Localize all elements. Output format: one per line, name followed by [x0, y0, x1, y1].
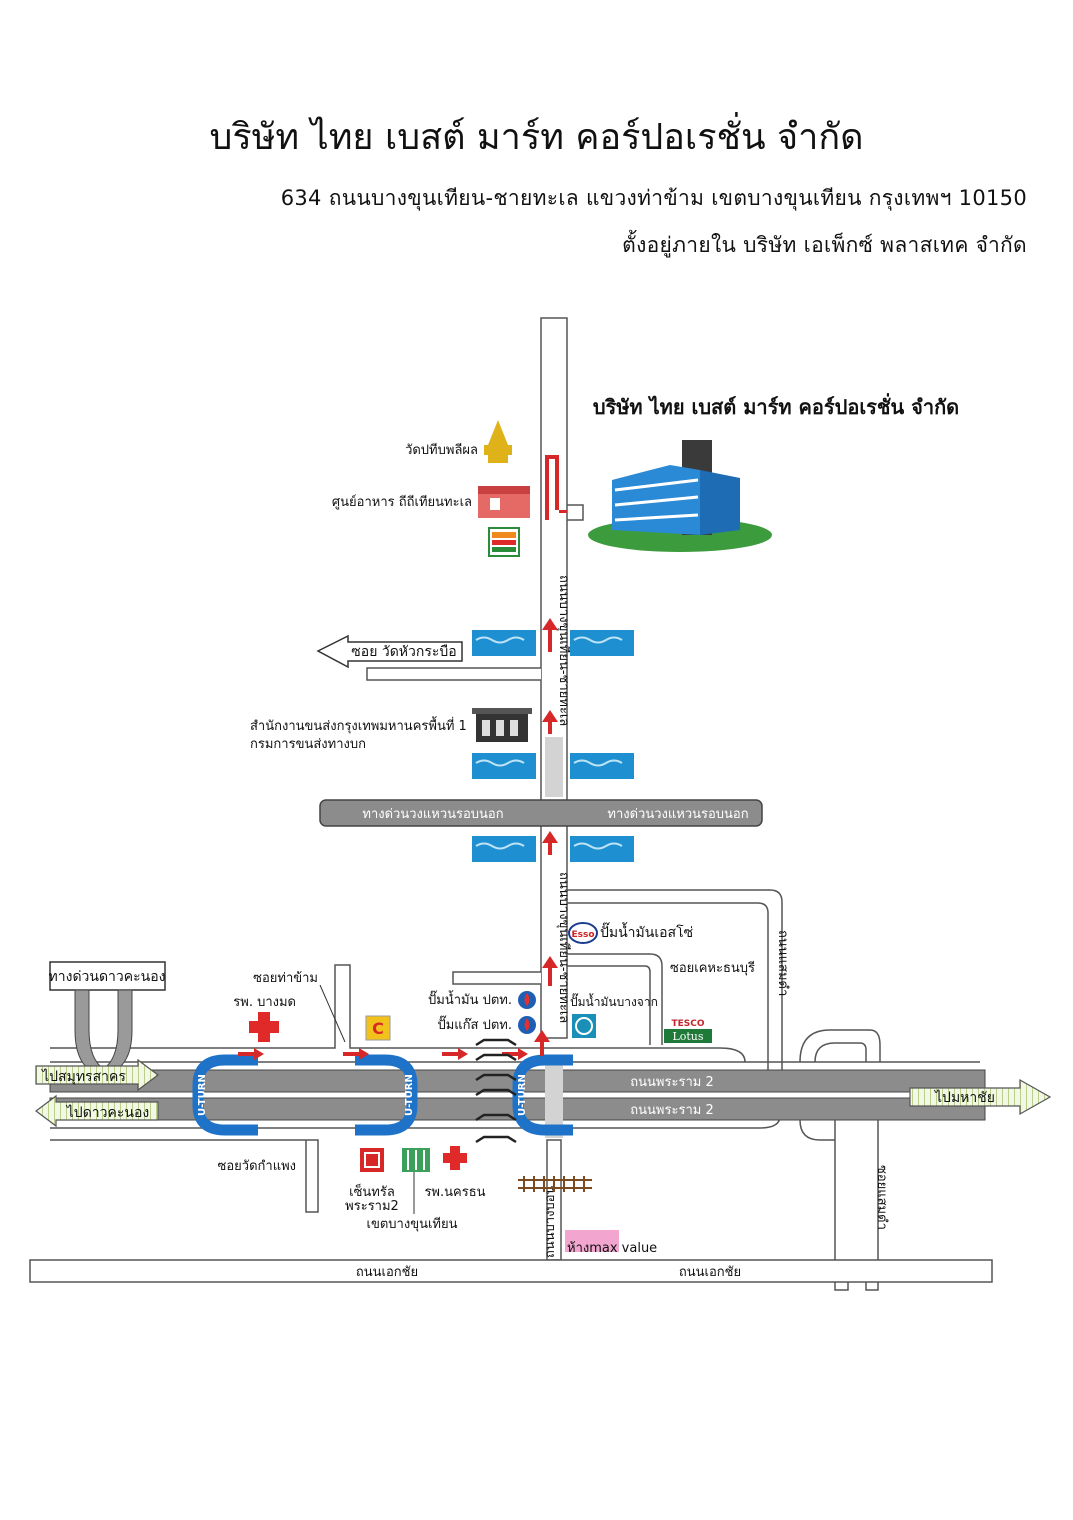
ptt-oil-label: ปั๊มน้ำมัน ปตท. [428, 990, 512, 1008]
central-label-1: เซ็นทรัล [349, 1182, 395, 1200]
bangchak-label: ปั๊มน้ำมันบางจาก [570, 993, 658, 1009]
district-office-label: เขตบางขุนเทียน [367, 1216, 458, 1232]
dlt-office-icon [472, 708, 532, 742]
road-bkt-lower-label: ถนนบางขุนเทียน-ชายทะเล [556, 872, 572, 1023]
soi-tha-kham-label: ซอยท่าข้าม [253, 971, 318, 986]
ptt-gas-label: ปั๊มแก๊ส ปตท. [437, 1015, 512, 1033]
outer-ring-expressway [319, 799, 763, 827]
located-in-line: ตั้งอยู่ภายใน บริษัท เอเพ็กซ์ พลาสเทค จำ… [622, 233, 1027, 257]
temple-label: วัดปทีบพลีผล [405, 442, 478, 458]
nakhon-hospital-cross-icon [443, 1146, 467, 1170]
road-saeng-label: ถนนแสมดำ [775, 930, 790, 996]
svg-text:U-TURN: U-TURN [517, 1074, 528, 1116]
to-dao-khanong-arrow [35, 1094, 159, 1128]
soi-khehathon-label: ซอยเคหะธนบุรี [670, 960, 755, 976]
dao-khanong-expressway-label: ทางด่วนดาวคะนอง [49, 969, 166, 985]
uturn-3: U-TURN [512, 1054, 573, 1136]
outer-ring-label-right: ทางด่วนวงแหวนรอบนอก [607, 807, 748, 822]
hospital-cross-icon [249, 1012, 279, 1042]
svg-text:U-TURN: U-TURN [197, 1074, 208, 1116]
road-bang-bon-label: ถนนบางบอน [543, 1185, 558, 1258]
esso-icon: Esso [568, 922, 598, 944]
ekachai-label-left: ถนนเอกชัย [356, 1265, 418, 1280]
page-title: บริษัท ไทย เบสต์ มาร์ท คอร์ปอเรชั่น จำกั… [209, 117, 864, 158]
food-center-icon [478, 486, 530, 518]
temple-icon [484, 420, 512, 463]
uturn-2: U-TURN [355, 1054, 418, 1136]
svg-text:Lotus: Lotus [672, 1030, 703, 1043]
svg-text:Esso: Esso [571, 930, 594, 940]
dao-khanong-expressway-sign [49, 961, 166, 991]
esso-label: ปั๊มน้ำมันเอสโซ่ [600, 922, 693, 941]
ptt-gas-icon [518, 1016, 536, 1034]
ptt-oil-icon [518, 991, 536, 1009]
to-samut-sakhon-arrow [35, 1058, 159, 1092]
central-icon [360, 1148, 384, 1172]
svg-text:C: C [372, 1019, 384, 1038]
road-bang-khun-thian [540, 317, 568, 1039]
to-mahachai-arrow [909, 1078, 1052, 1116]
road-bkt-upper-label: ถนนบางขุนเทียน-ชายทะเล [556, 575, 572, 726]
soi-wat-label: ซอย วัดหัวกระบือ [351, 644, 456, 660]
company-building-icon [588, 440, 772, 552]
road-saeng-south-label: ซอยแสมดำ [874, 1165, 889, 1230]
road-ekachai [29, 1259, 993, 1283]
central-label-2: พระราม2 [345, 1199, 399, 1214]
seven-eleven-icon [488, 527, 520, 557]
to-dao-khanong-label: ไปดาวคะนอง [66, 1104, 149, 1121]
address-line: 634 ถนนบางขุนเทียน-ชายทะเล แขวงท่าข้าม เ… [280, 186, 1027, 210]
canal-3 [472, 836, 634, 862]
district-office-icon [402, 1148, 430, 1172]
bangchak-icon [572, 1014, 596, 1038]
route-arrows [238, 455, 567, 1060]
max-value-marker [565, 1230, 619, 1252]
food-center-label: ศูนย์อาหาร ถีถีเทียนทะเล [332, 494, 472, 510]
outer-ring-label-left: ทางด่วนวงแหวนรอบนอก [362, 807, 503, 822]
ekachai-label-right: ถนนเอกชัย [679, 1265, 741, 1280]
rama2-label-a: ถนนพระราม 2 [630, 1075, 713, 1090]
big-c-icon: C [365, 1015, 391, 1041]
railway-icon [518, 1176, 592, 1192]
uturn-1: U-TURN [192, 1054, 258, 1136]
to-samut-sakhon-label: ไปสมุทรสาคร [41, 1068, 126, 1085]
dlt-office-label-1: สำนักงานขนส่งกรุงเทพมหานครพื้นที่ 1 [250, 716, 467, 734]
soi-wat-arrow [316, 634, 463, 669]
max-value-label: ห้างmax value [567, 1241, 657, 1256]
nakhon-hospital-label: รพ.นครธน [424, 1185, 485, 1200]
canal-2 [472, 753, 634, 779]
rama2-label-b: ถนนพระราม 2 [630, 1103, 713, 1118]
canal-1 [472, 630, 634, 656]
soi-wat-kamphaeng-label: ซอยวัดกำแพง [218, 1159, 296, 1174]
road-soi-wat [366, 667, 541, 681]
svg-text:U-TURN: U-TURN [404, 1074, 415, 1116]
tesco-lotus-icon: TESCO Lotus [664, 1019, 712, 1043]
to-mahachai-label: ไปมหาชัย [934, 1089, 995, 1106]
bangmod-hospital-label: รพ. บางมด [233, 995, 296, 1010]
dlt-office-label-2: กรมการขนส่งทางบก [250, 737, 366, 752]
svg-text:TESCO: TESCO [671, 1019, 704, 1029]
company-map-label: บริษัท ไทย เบสต์ มาร์ท คอร์ปอเรชั่น จำกั… [593, 392, 959, 419]
